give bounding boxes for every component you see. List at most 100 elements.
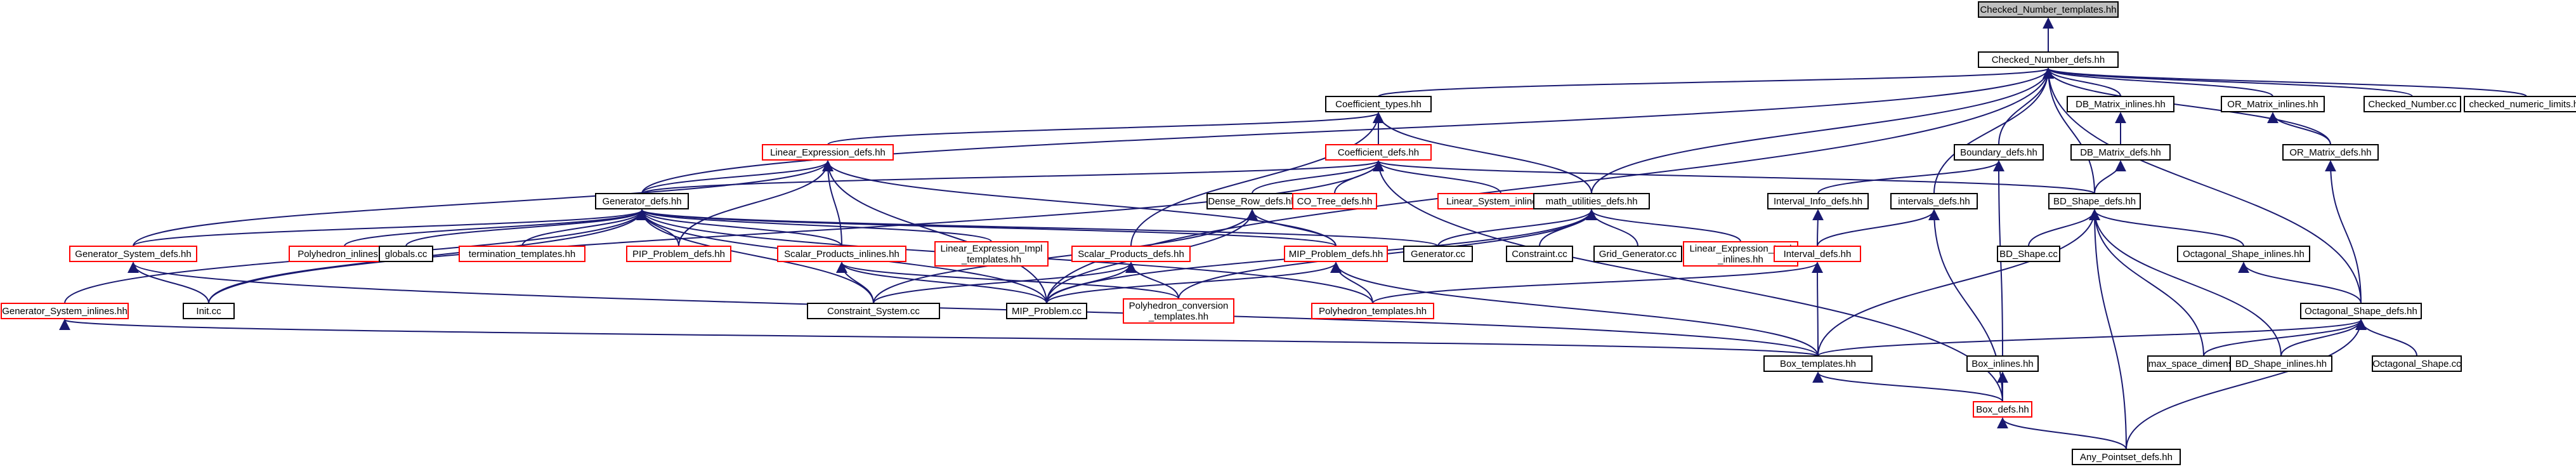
include-edge-mip_cc-to-mip_defs bbox=[1046, 261, 1342, 304]
node-box bbox=[2070, 144, 2171, 161]
node-dbm_inl[interactable]: DB_Matrix_inlines.hh bbox=[2067, 96, 2174, 112]
node-dbm_defs[interactable]: DB_Matrix_defs.hh bbox=[2070, 144, 2171, 161]
include-edge-bds_inl-to-bds_defs bbox=[2089, 209, 2282, 357]
node-linexp_impl_tmpl[interactable]: Linear_Expression_Impl_templates.hh bbox=[934, 241, 1049, 267]
node-box bbox=[69, 246, 197, 262]
node-oct_inl[interactable]: Octagonal_Shape_inlines.hh bbox=[2177, 246, 2310, 262]
node-apset[interactable]: Any_Pointset_defs.hh bbox=[2072, 449, 2181, 465]
node-label: Box_templates.hh bbox=[1780, 359, 1856, 369]
node-orm_inl[interactable]: OR_Matrix_inlines.hh bbox=[2221, 96, 2325, 112]
node-box bbox=[1284, 246, 1388, 262]
include-edge-oct_cc-to-oct_defs bbox=[2355, 319, 2417, 357]
node-label: Checked_Number_defs.hh bbox=[1992, 55, 2105, 65]
node-linexp_defs[interactable]: Linear_Expression_defs.hh bbox=[762, 144, 894, 161]
include-edge-interval_defs-to-intinfo bbox=[1812, 209, 1824, 247]
include-edge-globals-to-gen_defs bbox=[405, 209, 648, 247]
node-mip_defs[interactable]: MIP_Problem_defs.hh bbox=[1284, 246, 1388, 262]
node-grid_gen_cc[interactable]: Grid_Generator.cc bbox=[1593, 246, 1682, 262]
node-box_tmpl[interactable]: Box_templates.hh bbox=[1763, 355, 1873, 372]
include-edge-msd-to-oct_defs bbox=[2203, 319, 2367, 357]
node-term_tmpl[interactable]: termination_templates.hh bbox=[459, 246, 585, 262]
node-label: Scalar_Products_inlines.hh bbox=[784, 249, 899, 260]
include-edge-oct_inl-to-bds_defs bbox=[2089, 209, 2244, 247]
node-math_util[interactable]: math_utilities_defs.hh bbox=[1533, 193, 1650, 209]
node-box bbox=[626, 246, 731, 262]
node-gensys_inl[interactable]: Generator_System_inlines.hh bbox=[1, 303, 129, 319]
node-mip_cc[interactable]: MIP_Problem.cc bbox=[1006, 303, 1087, 319]
include-edge-oct_defs-to-orm_defs bbox=[2325, 160, 2362, 304]
include-edge-box_tmpl-to-interval_defs bbox=[1812, 261, 1824, 357]
node-poly_tmpl[interactable]: Polyhedron_templates.hh bbox=[1311, 303, 1434, 319]
node-coeff_types[interactable]: Coefficient_types.hh bbox=[1325, 96, 1432, 112]
include-edge-bds_defs-to-dbm_defs bbox=[2094, 160, 2126, 194]
include-edge-sp_defs-to-coeff_types bbox=[1130, 112, 1384, 247]
node-label: Linear_Expression_Impl bbox=[1690, 244, 1792, 254]
node-cn_cc[interactable]: Checked_Number.cc bbox=[2364, 96, 2461, 112]
node-poly_conv[interactable]: Polyhedron_conversion_templates.hh bbox=[1123, 298, 1234, 324]
node-generator_cc[interactable]: Generator.cc bbox=[1403, 246, 1473, 262]
include-edge-linsys_inl-to-coeff_defs bbox=[1373, 160, 1501, 194]
include-edge-gensys_defs-to-gen_defs bbox=[133, 209, 648, 247]
include-edge-linexp_defs-to-coeff_types bbox=[827, 112, 1384, 145]
node-constraint_cc[interactable]: Constraint.cc bbox=[1506, 246, 1573, 262]
include-edge-poly_inl-to-gen_defs bbox=[344, 209, 648, 247]
node-box_defs[interactable]: Box_defs.hh bbox=[1973, 401, 2032, 418]
node-bds_defs[interactable]: BD_Shape_defs.hh bbox=[2048, 193, 2141, 209]
node-consys_cc[interactable]: Constraint_System.cc bbox=[807, 303, 940, 319]
node-bds_cc[interactable]: BD_Shape.cc bbox=[1997, 246, 2060, 262]
node-bds_inl[interactable]: BD_Shape_inlines.hh bbox=[2230, 355, 2332, 372]
node-boundary[interactable]: Boundary_defs.hh bbox=[1954, 144, 2044, 161]
node-globals[interactable]: globals.cc bbox=[379, 246, 433, 262]
include-edge-poly_tmpl-to-interval_defs bbox=[1372, 261, 1823, 304]
include-edge-box_tmpl-to-gensys_defs bbox=[127, 261, 1819, 357]
node-pip_defs[interactable]: PIP_Problem_defs.hh bbox=[626, 246, 731, 262]
node-interval_defs[interactable]: Interval_defs.hh bbox=[1774, 246, 1861, 262]
node-label: Scalar_Products_defs.hh bbox=[1078, 249, 1184, 260]
include-edge-math_util-to-coeff_types bbox=[1373, 112, 1592, 194]
node-label: Interval_Info_defs.hh bbox=[1774, 196, 1862, 207]
include-edge-sp_inl-to-linexp_defs bbox=[822, 160, 842, 247]
node-gensys_defs[interactable]: Generator_System_defs.hh bbox=[69, 246, 197, 262]
node-box bbox=[1978, 51, 2119, 68]
node-denserow[interactable]: Dense_Row_defs.hh bbox=[1206, 193, 1298, 209]
node-label: Generator.cc bbox=[1411, 249, 1465, 260]
node-root[interactable]: Checked_Number_templates.hh bbox=[1978, 1, 2119, 18]
node-label: BD_Shape.cc bbox=[1999, 249, 2058, 260]
node-box bbox=[183, 303, 235, 319]
node-label: Octagonal_Shape_defs.hh bbox=[2305, 306, 2417, 317]
node-box_inl[interactable]: Box_inlines.hh bbox=[1966, 355, 2039, 372]
node-init_cc[interactable]: Init.cc bbox=[183, 303, 235, 319]
node-intervals_defs[interactable]: intervals_defs.hh bbox=[1890, 193, 1978, 209]
node-intinfo[interactable]: Interval_Info_defs.hh bbox=[1767, 193, 1869, 209]
node-box bbox=[2282, 144, 2379, 161]
include-edge-mip_defs-to-denserow bbox=[1246, 209, 1337, 247]
node-label: BD_Shape_defs.hh bbox=[2053, 196, 2136, 207]
include-edge-bds_defs-to-cn_defs bbox=[2043, 67, 2095, 194]
node-label: Interval_defs.hh bbox=[1784, 249, 1852, 260]
node-coeff_defs[interactable]: Coefficient_defs.hh bbox=[1325, 144, 1432, 161]
node-box bbox=[2364, 96, 2461, 112]
include-edge-mip_cc-to-cn_defs bbox=[1046, 67, 2054, 304]
node-label: termination_templates.hh bbox=[469, 249, 575, 260]
node-gen_defs[interactable]: Generator_defs.hh bbox=[595, 193, 689, 209]
include-edge-box_tmpl-to-gensys_inl bbox=[60, 319, 1819, 357]
node-box bbox=[1890, 193, 1978, 209]
include-edge-oct_defs-to-oct_inl bbox=[2238, 261, 2362, 304]
node-orm_defs[interactable]: OR_Matrix_defs.hh bbox=[2282, 144, 2379, 161]
include-edge-consys_cc-to-gen_defs bbox=[636, 209, 874, 304]
node-cn_defs[interactable]: Checked_Number_defs.hh bbox=[1978, 51, 2119, 68]
node-box bbox=[1325, 144, 1432, 161]
node-sp_defs[interactable]: Scalar_Products_defs.hh bbox=[1071, 246, 1191, 262]
node-label: Boundary_defs.hh bbox=[1960, 147, 2037, 158]
node-label: Generator_System_inlines.hh bbox=[2, 306, 127, 317]
node-sp_inl[interactable]: Scalar_Products_inlines.hh bbox=[777, 246, 906, 262]
node-box bbox=[2300, 303, 2422, 319]
node-oct_defs[interactable]: Octagonal_Shape_defs.hh bbox=[2300, 303, 2422, 319]
include-edge-orm_inl-to-cn_defs bbox=[2043, 67, 2273, 97]
node-oct_cc[interactable]: Octagonal_Shape.cc bbox=[2372, 355, 2462, 372]
include-edge-consys_cc-to-denserow bbox=[873, 209, 1258, 304]
node-box bbox=[1403, 246, 1473, 262]
node-cotree[interactable]: CO_Tree_defs.hh bbox=[1292, 193, 1377, 209]
node-cnl[interactable]: checked_numeric_limits.hh bbox=[2464, 96, 2576, 112]
include-edge-apset-to-bds_defs bbox=[2089, 209, 2127, 450]
